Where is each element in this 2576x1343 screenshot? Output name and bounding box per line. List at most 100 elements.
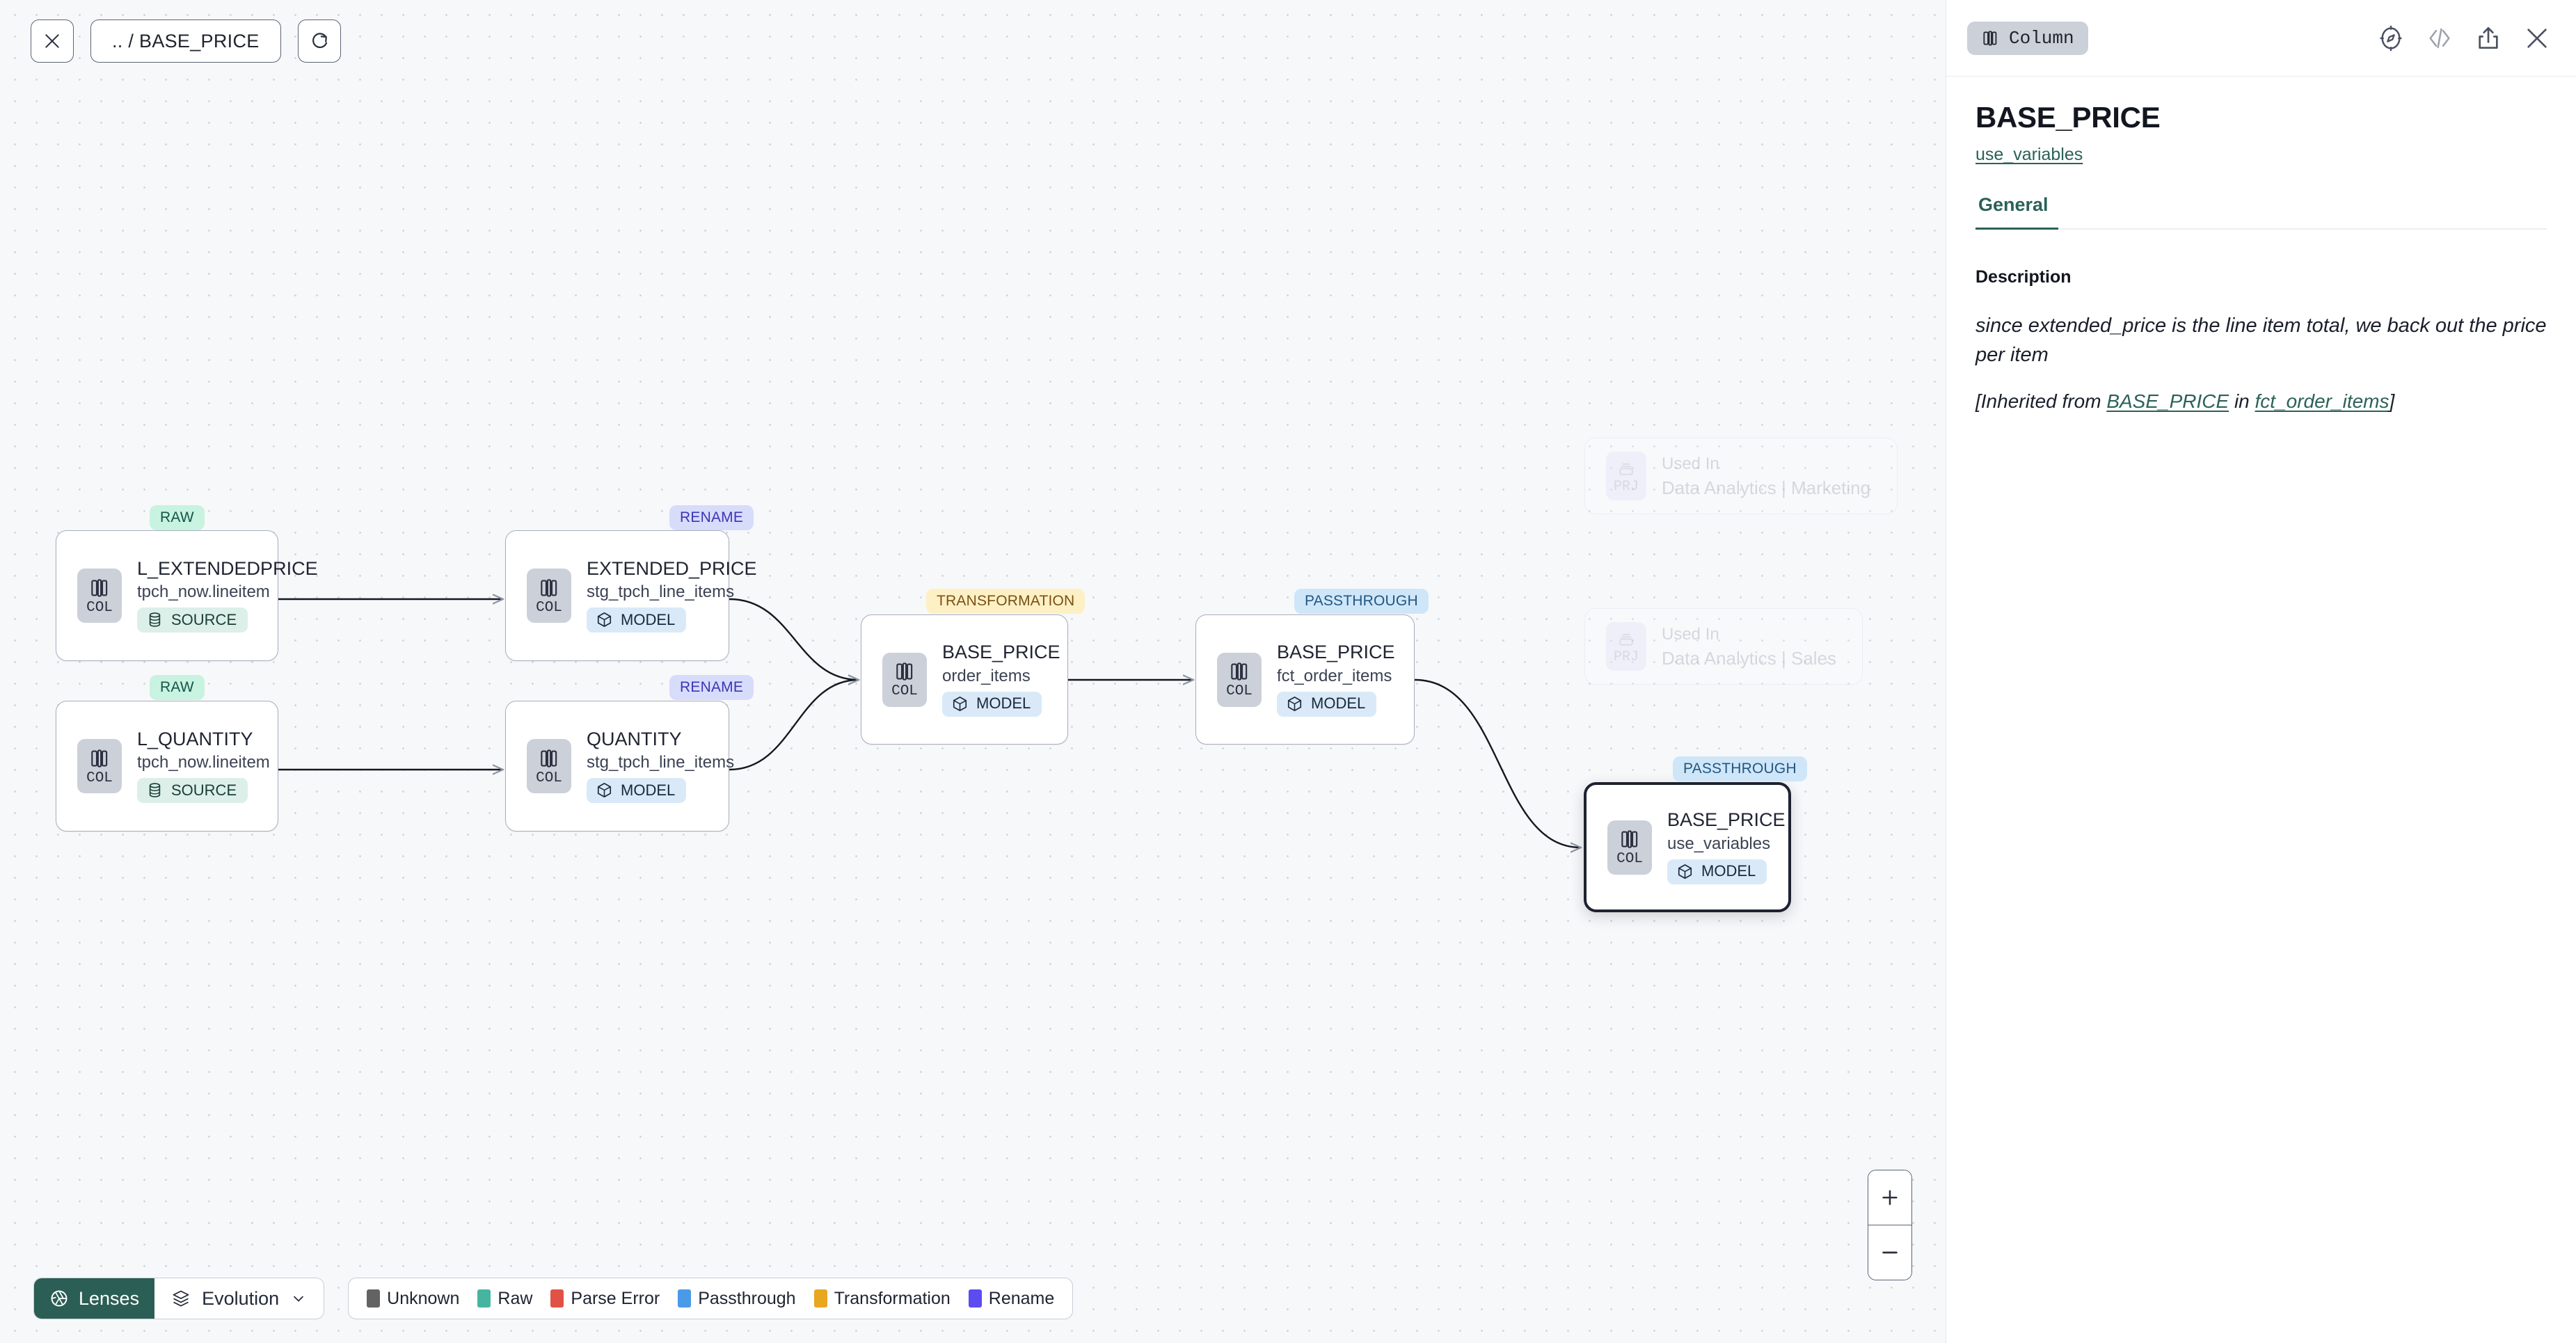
- evolution-label: Evolution: [202, 1287, 280, 1309]
- legend-swatch: [678, 1289, 692, 1308]
- close-lineage-button[interactable]: [31, 19, 74, 63]
- lineage-type-tag: PASSTHROUGH: [1294, 589, 1429, 614]
- explore-button[interactable]: [2377, 24, 2405, 52]
- node-title: EXTENDED_PRICE: [587, 557, 757, 579]
- entity-kind-badge[interactable]: Column: [1967, 21, 2088, 55]
- used-in-card[interactable]: PRJ Used In Data Analytics | Sales: [1584, 608, 1863, 685]
- column-kind-badge: COL: [77, 739, 122, 793]
- node-title: BASE_PRICE: [1277, 642, 1395, 663]
- details-panel-header: Column: [1946, 0, 2576, 77]
- node-subtitle: fct_order_items: [1277, 666, 1392, 685]
- column-kind-badge: COL: [882, 652, 927, 707]
- legend-swatch: [813, 1289, 827, 1308]
- lineage-type-tag: RENAME: [669, 675, 754, 701]
- refresh-button[interactable]: [297, 19, 341, 63]
- legend-item[interactable]: Transformation: [813, 1289, 951, 1309]
- lenses-button[interactable]: Lenses: [34, 1278, 155, 1319]
- column-kind-label: COL: [86, 599, 113, 616]
- zoom-out-button[interactable]: [1868, 1225, 1911, 1280]
- chevron-down-icon: [294, 1296, 304, 1302]
- share-button[interactable]: [2474, 24, 2502, 52]
- code-icon: [2429, 28, 2450, 48]
- evolution-dropdown[interactable]: Evolution: [154, 1278, 324, 1319]
- view-code-button[interactable]: [2426, 24, 2454, 52]
- panel-action-icons: [2377, 24, 2551, 52]
- tab-general[interactable]: General: [1975, 194, 2058, 230]
- project-icon: [1619, 463, 1633, 475]
- legend-item[interactable]: Unknown: [367, 1289, 459, 1309]
- materialization-label: MODEL: [621, 610, 676, 628]
- columns-icon: [1231, 662, 1248, 681]
- graph-edge: [1414, 678, 1581, 848]
- lineage-node[interactable]: COL EXTENDED_PRICE stg_tpch_line_items M…: [505, 530, 757, 661]
- lenses-label: Lenses: [79, 1287, 140, 1309]
- parent-model-link[interactable]: use_variables: [1975, 145, 2083, 165]
- zoom-in-button[interactable]: [1868, 1170, 1911, 1225]
- breadcrumb[interactable]: .. / BASE_PRICE: [90, 19, 281, 63]
- aperture-icon: [51, 1290, 67, 1307]
- close-panel-button[interactable]: [2523, 24, 2551, 52]
- cube-icon: [597, 612, 612, 628]
- materialization-badge: MODEL: [1277, 691, 1377, 717]
- column-kind-badge: COL: [1607, 820, 1652, 875]
- project-icon: [1619, 634, 1633, 646]
- lineage-node[interactable]: COL L_EXTENDEDPRICE tpch_now.lineitem SO…: [56, 530, 318, 661]
- inherited-model-link[interactable]: fct_order_items: [2255, 390, 2390, 413]
- node-subtitle: tpch_now.lineitem: [137, 753, 270, 772]
- legend-label: Raw: [498, 1288, 533, 1308]
- description-section: Description since extended_price is the …: [1975, 267, 2547, 413]
- used-in-label: Used In: [1662, 624, 1719, 644]
- columns-icon: [541, 578, 557, 597]
- lineage-type-tag: RENAME: [669, 505, 754, 531]
- node-subtitle: stg_tpch_line_items: [587, 582, 735, 602]
- used-in-label: Used In: [1662, 454, 1719, 473]
- lineage-type-tag: TRANSFORMATION: [926, 589, 1086, 614]
- node-title: BASE_PRICE: [1667, 809, 1786, 831]
- node-title: L_EXTENDEDPRICE: [137, 557, 318, 579]
- column-kind-label: COL: [1616, 851, 1643, 867]
- lineage-graph-canvas[interactable]: PRJ Used In Data Analytics | Marketing P…: [0, 0, 1946, 1343]
- materialization-label: SOURCE: [171, 610, 237, 628]
- legend-item[interactable]: Parse Error: [550, 1289, 660, 1309]
- close-icon: [2527, 28, 2547, 48]
- share-icon: [2479, 26, 2498, 49]
- lineage-node[interactable]: COL BASE_PRICE use_variables MODEL: [1584, 782, 1791, 912]
- lineage-node[interactable]: COL BASE_PRICE fct_order_items MODEL: [1195, 614, 1415, 745]
- project-kind-label: PRJ: [1613, 479, 1639, 495]
- node-subtitle: use_variables: [1667, 834, 1771, 853]
- details-panel: Column: [1946, 0, 2576, 1343]
- legend-item[interactable]: Raw: [477, 1289, 532, 1309]
- legend-label: Parse Error: [571, 1288, 660, 1308]
- node-title: QUANTITY: [587, 728, 682, 749]
- node-subtitle: stg_tpch_line_items: [587, 753, 735, 772]
- zoom-controls: [1868, 1170, 1912, 1280]
- panel-tabs: General: [1975, 194, 2547, 230]
- column-kind-label: COL: [1226, 683, 1253, 699]
- used-in-name: Data Analytics | Sales: [1662, 647, 1836, 669]
- legend-item[interactable]: Passthrough: [678, 1289, 796, 1309]
- inherited-suffix: ]: [2389, 390, 2395, 413]
- columns-icon: [1621, 830, 1638, 848]
- legend-swatch: [550, 1289, 564, 1308]
- column-kind-badge: COL: [527, 739, 571, 793]
- columns-icon: [91, 578, 108, 597]
- node-subtitle: order_items: [942, 666, 1031, 685]
- inherited-column-link[interactable]: BASE_PRICE: [2106, 390, 2229, 413]
- project-kind-badge: PRJ: [1606, 452, 1646, 500]
- used-in-name: Data Analytics | Marketing: [1662, 477, 1871, 498]
- description-text: since extended_price is the line item to…: [1975, 315, 2547, 367]
- database-icon: [149, 783, 161, 798]
- lineage-node[interactable]: COL L_QUANTITY tpch_now.lineitem SOURCE: [56, 701, 278, 832]
- used-in-card[interactable]: PRJ Used In Data Analytics | Marketing: [1584, 438, 1898, 514]
- description-inherited-note: [Inherited from BASE_PRICE in fct_order_…: [1975, 390, 2547, 413]
- entity-kind-label: Column: [2009, 27, 2074, 49]
- legend-item[interactable]: Rename: [968, 1289, 1054, 1309]
- plus-icon: [1882, 1190, 1898, 1205]
- legend-swatch: [477, 1289, 491, 1308]
- lineage-node[interactable]: COL BASE_PRICE order_items MODEL: [861, 614, 1068, 745]
- column-kind-label: COL: [536, 770, 562, 786]
- lineage-node[interactable]: COL QUANTITY stg_tpch_line_items MODEL: [505, 701, 734, 832]
- columns-icon: [541, 749, 557, 768]
- column-kind-label: COL: [536, 599, 562, 616]
- materialization-badge: MODEL: [587, 778, 687, 804]
